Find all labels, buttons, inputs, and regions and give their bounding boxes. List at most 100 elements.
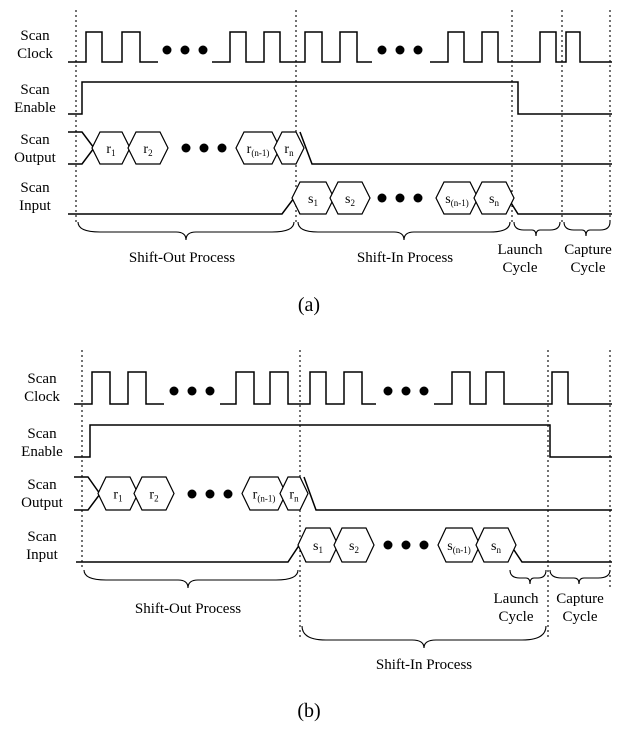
ellipsis-dot xyxy=(383,540,393,550)
panel-a: Scan Clock Scan Enable Scan Output Scan … xyxy=(14,10,612,316)
input-cell-label-1: s1 xyxy=(313,539,323,555)
signal-label-enable-line2: Enable xyxy=(21,444,63,460)
input-cell-subscript: 2 xyxy=(350,198,355,208)
output-cell-2 xyxy=(133,476,175,511)
signal-label-clock-line1: Scan xyxy=(27,371,57,387)
brace-capture xyxy=(563,221,611,237)
phase-label-capture-line2: Cycle xyxy=(571,260,606,276)
enable-waveform xyxy=(68,81,612,115)
output-cell-label-2: r2 xyxy=(149,488,158,504)
input-tail xyxy=(507,197,612,215)
output-cell-subscript: n xyxy=(294,494,299,504)
input-lead-in xyxy=(76,542,307,563)
input-cell-subscript: (n-1) xyxy=(453,545,471,555)
ellipsis-dot xyxy=(377,45,387,55)
caption-b: (b) xyxy=(297,700,320,722)
output-cell-4 xyxy=(279,476,309,511)
phase-label-shift-in: Shift-In Process xyxy=(357,250,453,266)
phase-label-shift-out: Shift-Out Process xyxy=(135,601,241,617)
output-cell-label-4: rn xyxy=(289,488,299,504)
input-cell-base: s xyxy=(447,539,452,554)
ellipsis-dot xyxy=(187,489,197,499)
phase-label-capture-line1: Capture xyxy=(564,242,612,258)
ellipsis-dot xyxy=(383,386,393,396)
input-cell-subscript: 1 xyxy=(318,545,323,555)
input-cell-subscript: n xyxy=(494,198,499,208)
clock-waveform-left xyxy=(74,371,164,405)
signal-label-input-line1: Scan xyxy=(27,529,57,545)
brace-capture xyxy=(549,569,611,585)
output-cell-subscript: 1 xyxy=(111,148,116,158)
output-cell-base: r xyxy=(284,142,289,157)
input-cell-label-2: s2 xyxy=(345,192,355,208)
output-cell-base: r xyxy=(143,142,148,157)
input-cell-subscript: (n-1) xyxy=(451,198,469,208)
input-cell-4 xyxy=(473,181,515,215)
output-lead-in xyxy=(68,131,95,165)
ellipsis-dot xyxy=(419,386,429,396)
output-cell-subscript: 2 xyxy=(148,148,153,158)
signal-label-enable-line1: Scan xyxy=(27,426,57,442)
clock-waveform-right xyxy=(430,31,612,63)
ellipsis-dot xyxy=(413,193,423,203)
output-cell-base: r xyxy=(247,142,252,157)
brace-shift-in xyxy=(301,625,547,649)
ellipsis-dot xyxy=(162,45,172,55)
signal-label-output-line2: Output xyxy=(14,150,57,166)
ellipsis-dot xyxy=(217,143,227,153)
signal-label-output-line2: Output xyxy=(21,495,64,511)
ellipsis-dot xyxy=(395,45,405,55)
input-cell-base: s xyxy=(491,539,496,554)
input-cell-base: s xyxy=(349,539,354,554)
phase-label-capture-line1: Capture xyxy=(556,591,604,607)
input-cell-2 xyxy=(333,527,375,563)
ellipsis-dot xyxy=(205,489,215,499)
brace-shift-out xyxy=(77,221,295,241)
input-cell-label-1: s1 xyxy=(308,192,318,208)
input-lead-in xyxy=(68,196,301,215)
input-cell-4 xyxy=(475,527,517,563)
brace-shift-in xyxy=(297,221,511,241)
enable-waveform xyxy=(74,424,612,458)
output-cell-label-4: rn xyxy=(284,142,294,158)
input-cell-base: s xyxy=(445,192,450,207)
signal-label-enable-line2: Enable xyxy=(14,100,56,116)
output-cell-label-1: r1 xyxy=(113,488,122,504)
caption-a: (a) xyxy=(298,294,320,316)
ellipsis-dot xyxy=(377,193,387,203)
input-cell-subscript: n xyxy=(496,545,501,555)
signal-label-clock-line2: Clock xyxy=(17,46,53,62)
signal-label-clock-line2: Clock xyxy=(24,389,60,405)
input-cell-subscript: 1 xyxy=(313,198,318,208)
output-tail xyxy=(299,131,612,165)
clock-waveform-right xyxy=(434,371,612,405)
ellipsis-dot xyxy=(401,386,411,396)
brace-shift-out xyxy=(83,569,299,589)
panel-b: Scan Clock Scan Enable Scan Output Scan … xyxy=(21,350,612,722)
output-cell-base: r xyxy=(106,142,111,157)
input-cell-base: s xyxy=(345,192,350,207)
phase-label-launch-line1: Launch xyxy=(498,242,543,258)
ellipsis-dot xyxy=(169,386,179,396)
clock-waveform-left xyxy=(68,31,158,63)
input-cell-subscript: 2 xyxy=(354,545,359,555)
ellipsis-dot xyxy=(199,143,209,153)
input-cell-base: s xyxy=(308,192,313,207)
phase-label-shift-out: Shift-Out Process xyxy=(129,250,235,266)
output-tail xyxy=(303,476,612,511)
input-cell-label-4: sn xyxy=(489,192,499,208)
output-cell-label-1: r1 xyxy=(106,142,115,158)
output-cell-subscript: 1 xyxy=(118,494,123,504)
brace-launch xyxy=(513,221,561,237)
signal-label-input-line2: Input xyxy=(19,198,51,214)
phase-label-launch-line2: Cycle xyxy=(503,260,538,276)
output-cell-base: r xyxy=(289,488,294,503)
ellipsis-dot xyxy=(187,386,197,396)
output-cell-subscript: (n-1) xyxy=(251,148,269,158)
output-cell-subscript: n xyxy=(289,148,294,158)
ellipsis-dot xyxy=(419,540,429,550)
